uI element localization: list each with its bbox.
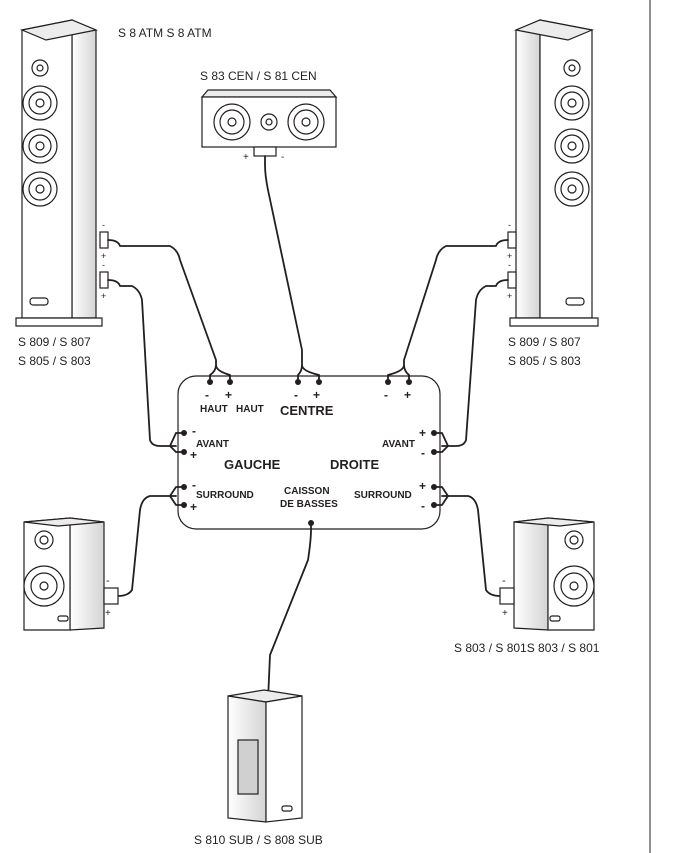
wire-center bbox=[264, 155, 320, 383]
surround-left-speaker-minus: - bbox=[106, 575, 110, 587]
center-model-label: S 83 CEN / S 81 CEN bbox=[200, 69, 317, 83]
center-minus: - bbox=[281, 152, 284, 163]
front-left-plus-top: + bbox=[101, 251, 106, 261]
front-right-minus-bottom: - bbox=[508, 260, 511, 270]
surround-right-label: SURROUND bbox=[354, 490, 412, 501]
surround-right-plus: + bbox=[419, 479, 426, 493]
front-right-plus-bottom: + bbox=[507, 291, 512, 301]
centre-plus: + bbox=[313, 388, 320, 402]
centre-label: CENTRE bbox=[280, 403, 334, 418]
front-left-minus-top: - bbox=[102, 220, 105, 230]
avant-right-plus: + bbox=[419, 426, 426, 440]
wire-front-left-avant bbox=[107, 279, 185, 453]
haut-left-minus: - bbox=[205, 388, 209, 402]
surround-left-speaker-plus: + bbox=[105, 608, 111, 619]
front-left-model-line1: S 809 / S 807 bbox=[18, 335, 91, 349]
center-plus: + bbox=[243, 152, 249, 163]
front-right-model-line2: S 805 / S 803 bbox=[508, 354, 581, 368]
avant-right-minus: - bbox=[421, 446, 425, 460]
surround-left-speaker bbox=[23, 517, 119, 631]
subwoofer-speaker bbox=[227, 689, 303, 823]
haut-right-minus: - bbox=[384, 388, 388, 402]
avant-left-minus: - bbox=[192, 424, 196, 438]
haut-right-plus: + bbox=[404, 388, 411, 402]
wire-front-right-avant bbox=[433, 279, 509, 453]
haut-left-label: HAUT bbox=[200, 404, 228, 415]
front-right-model-line1: S 809 / S 807 bbox=[508, 335, 581, 349]
front-right-tower-speaker bbox=[507, 19, 599, 327]
wire-front-right-haut bbox=[387, 239, 509, 383]
avant-left-label: AVANT bbox=[196, 439, 229, 450]
surround-right-speaker-minus: - bbox=[502, 575, 506, 587]
avant-left-plus: + bbox=[190, 448, 197, 462]
front-left-plus-bottom: + bbox=[101, 291, 106, 301]
front-left-tower-speaker bbox=[15, 19, 109, 327]
surround-left-label: SURROUND bbox=[196, 490, 254, 501]
front-right-minus-top: - bbox=[508, 220, 511, 230]
caisson-label-line2: DE BASSES bbox=[280, 499, 338, 510]
wire-surround-left bbox=[117, 486, 185, 597]
avant-right-label: AVANT bbox=[382, 439, 415, 450]
droite-label: DROITE bbox=[330, 457, 379, 472]
wire-subwoofer bbox=[267, 522, 312, 701]
haut-right-label: HAUT bbox=[236, 404, 264, 415]
surround-right-speaker bbox=[499, 517, 595, 631]
center-speaker bbox=[200, 89, 338, 157]
wire-surround-right bbox=[433, 486, 501, 597]
surround-left-plus: + bbox=[190, 500, 197, 514]
centre-minus: - bbox=[294, 388, 298, 402]
surround-left-minus: - bbox=[192, 478, 196, 492]
front-left-model-line2: S 805 / S 803 bbox=[18, 354, 91, 368]
speaker-wires bbox=[107, 155, 509, 701]
surround-right-speaker-plus: + bbox=[502, 608, 508, 619]
surround-right-minus: - bbox=[421, 499, 425, 513]
subwoofer-model-label: S 810 SUB / S 808 SUB bbox=[194, 833, 323, 847]
surround-right-model-label: S 803 / S 801S 803 / S 801 bbox=[454, 641, 600, 655]
front-left-minus-bottom: - bbox=[102, 260, 105, 270]
gauche-label: GAUCHE bbox=[224, 457, 281, 472]
wire-front-left-haut bbox=[107, 239, 231, 383]
front-right-plus-top: + bbox=[507, 251, 512, 261]
haut-left-plus: + bbox=[225, 388, 232, 402]
caisson-label-line1: CAISSON bbox=[284, 486, 330, 497]
atmos-label: S 8 ATM S 8 ATM bbox=[118, 26, 212, 40]
